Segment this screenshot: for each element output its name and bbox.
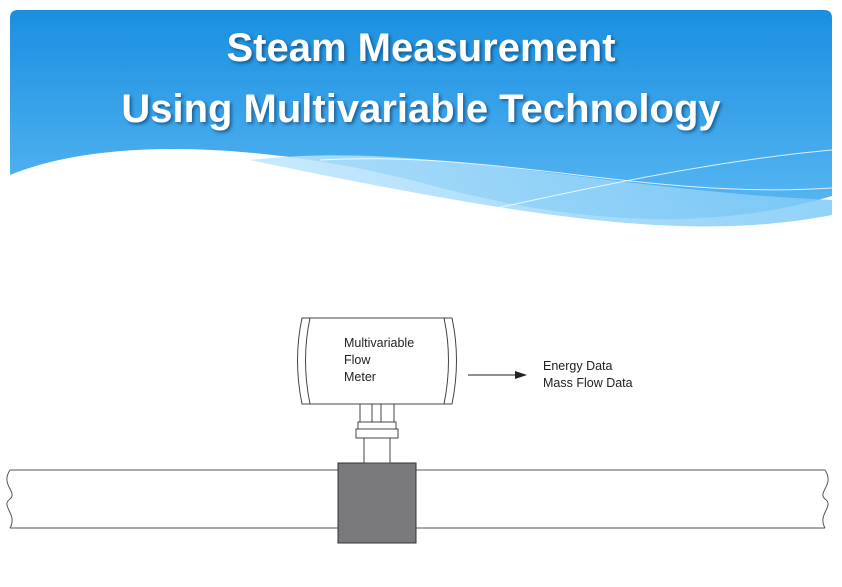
meter-body [337,462,417,544]
pipe [6,469,829,529]
meter-stem [352,396,402,464]
output-label-energy: Energy Data [543,359,613,373]
header-wave-line [319,158,833,191]
slide-title-line-2: Using Multivariable Technology [121,87,721,131]
output-arrow [468,371,527,379]
header-wave [250,155,832,227]
transmitter-head [297,317,457,405]
header-fill [10,10,832,220]
meter-label-line-3: Meter [344,370,376,384]
slide-title-line-1: Steam Measurement [226,26,616,70]
header-wave-line [469,149,833,215]
header-banner [10,10,833,227]
meter-label-line-2: Flow [344,353,371,367]
meter-label-line-1: Multivariable [344,336,414,350]
output-label-mass-flow: Mass Flow Data [543,376,633,390]
